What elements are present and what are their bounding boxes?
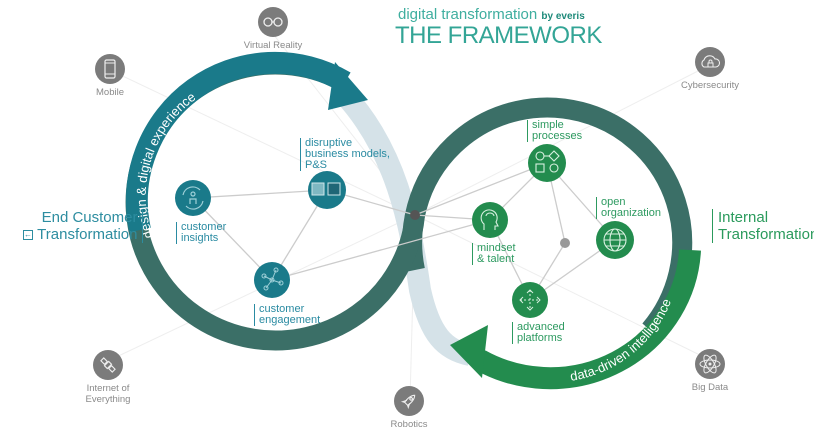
satellite-icon bbox=[93, 350, 123, 380]
tech-label: Virtual Reality bbox=[243, 40, 303, 51]
side-right-line2: Transformation bbox=[718, 226, 814, 243]
label-line: processes bbox=[532, 130, 583, 142]
end-customer-transformation-label[interactable]: End Customer ← Transformation bbox=[23, 209, 144, 243]
tech-label: Cybersecurity bbox=[680, 80, 740, 91]
head-brain-icon bbox=[480, 209, 499, 230]
tech-internet-of-everything[interactable]: Internet of Everything bbox=[58, 350, 158, 405]
node-customer-insights[interactable] bbox=[175, 180, 211, 216]
tech-robotics[interactable]: Robotics bbox=[359, 386, 459, 430]
label-line: customer bbox=[259, 303, 305, 315]
simple-processes-label: simple processes bbox=[527, 120, 582, 142]
exit-left-icon: ← bbox=[23, 230, 33, 241]
label-line: disruptive bbox=[305, 137, 353, 149]
left-loop-top bbox=[125, 51, 351, 233]
label-line: open bbox=[601, 196, 626, 208]
advanced-platforms-label: advanced platforms bbox=[512, 322, 565, 344]
right-loop-lower bbox=[474, 249, 701, 390]
hub-dot bbox=[560, 238, 570, 248]
left-loop-arrowhead bbox=[328, 62, 368, 110]
disruptive-business-models-label: disruptive business models, P&S bbox=[300, 138, 390, 171]
label-line: customer bbox=[181, 221, 227, 233]
tech-virtual-reality[interactable]: Virtual Reality bbox=[223, 7, 323, 51]
side-right-line1: Internal bbox=[718, 209, 769, 226]
tech-big-data[interactable]: Big Data bbox=[660, 349, 760, 393]
node-open-organization[interactable] bbox=[596, 221, 634, 259]
node-simple-processes[interactable] bbox=[528, 144, 566, 182]
glasses-icon bbox=[258, 7, 288, 37]
label-line: platforms bbox=[517, 332, 563, 344]
tech-cybersecurity[interactable]: Cybersecurity bbox=[660, 47, 760, 91]
rocket-icon bbox=[394, 386, 424, 416]
label-line: organization bbox=[601, 207, 661, 219]
byline: by everis bbox=[541, 11, 585, 22]
smartphone-icon bbox=[95, 54, 125, 84]
page-title: THE FRAMEWORK bbox=[395, 22, 602, 49]
customer-insights-label: customer insights bbox=[176, 222, 226, 244]
label-line: mindset bbox=[477, 242, 516, 254]
right-loop-arrowhead bbox=[450, 325, 488, 378]
label-line: simple bbox=[532, 119, 564, 131]
label-line: advanced bbox=[517, 321, 565, 333]
internal-transformation-label[interactable]: Internal Transformation → bbox=[712, 209, 814, 243]
label-line: insights bbox=[181, 232, 219, 244]
cloud-lock-icon bbox=[695, 47, 725, 77]
network-icon bbox=[261, 267, 284, 291]
tech-label: Mobile bbox=[96, 87, 124, 98]
node-customer-engagement[interactable] bbox=[254, 262, 290, 298]
mindset-talent-label: mindset & talent bbox=[472, 243, 516, 265]
node-advanced-platforms[interactable] bbox=[512, 282, 548, 318]
label-line: engagement bbox=[259, 314, 321, 326]
node-mindset-talent[interactable] bbox=[472, 202, 508, 238]
tech-mobile[interactable]: Mobile bbox=[60, 54, 160, 98]
side-left-line2: Transformation bbox=[37, 226, 138, 243]
tech-label: Robotics bbox=[390, 419, 428, 430]
label-line: & talent bbox=[477, 253, 515, 265]
atom-icon bbox=[695, 349, 725, 379]
subtitle-text: digital transformation bbox=[398, 6, 538, 23]
label-line: business models, bbox=[305, 148, 390, 160]
customer-engagement-label: customer engagement bbox=[254, 304, 320, 326]
flowchart-icon bbox=[535, 150, 560, 173]
tech-label: Big Data bbox=[691, 382, 729, 393]
move-arrows-icon bbox=[519, 289, 541, 311]
squares-icon bbox=[311, 182, 341, 196]
open-organization-label: open organization bbox=[596, 197, 661, 219]
tech-label: Everything bbox=[85, 394, 131, 405]
tech-label: Internet of bbox=[86, 383, 130, 394]
node-disruptive-business-models[interactable] bbox=[308, 171, 346, 209]
rotate-person-icon bbox=[182, 186, 204, 210]
side-left-line1: End Customer bbox=[41, 209, 138, 226]
header-subtitle: digital transformation by everis bbox=[398, 6, 585, 23]
globe-icon bbox=[603, 228, 627, 252]
label-line: P&S bbox=[305, 159, 328, 171]
crossover-dot bbox=[410, 210, 420, 220]
